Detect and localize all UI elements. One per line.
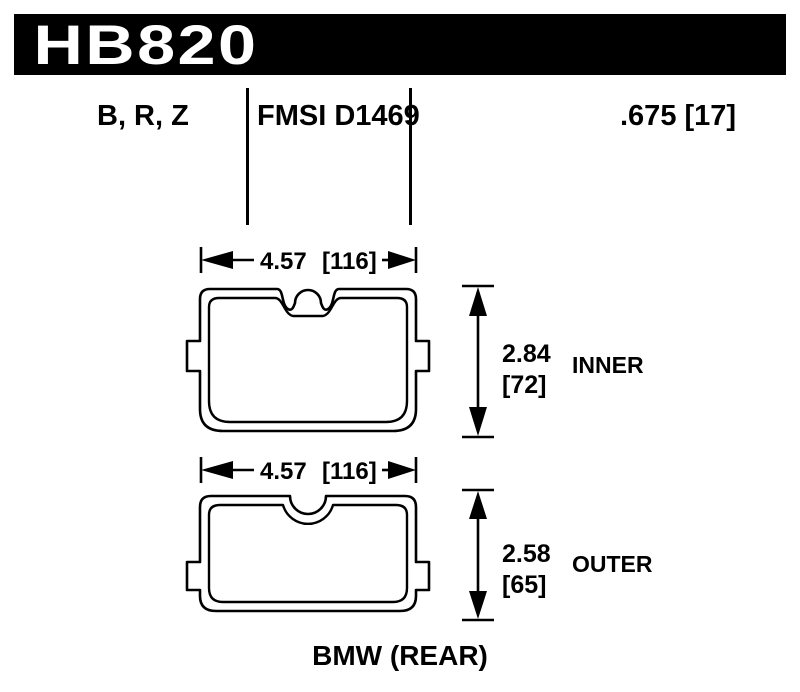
outer-pad-outline (185, 494, 431, 613)
application-label: BMW (REAR) (312, 640, 488, 671)
inner-height-dimension: 2.84 [72] INNER (462, 284, 644, 439)
arrowhead-up-icon (469, 287, 487, 316)
arrowhead-down-icon (469, 407, 487, 436)
divider-line-right (409, 88, 412, 225)
outer-pad-drawing (185, 494, 431, 613)
arrowhead-right-icon (388, 461, 416, 479)
inner-pad-drawing (185, 287, 431, 433)
inner-height-mm: [72] (502, 371, 546, 399)
pad-thickness: .675 [17] (620, 100, 737, 132)
outer-height-mm: [65] (502, 571, 546, 599)
arrowhead-down-icon (469, 591, 487, 619)
arrowhead-left-icon (201, 461, 233, 479)
outer-height-dimension: 2.58 [65] OUTER (462, 488, 653, 622)
inner-pad-friction-line (207, 296, 409, 424)
inner-width-in: 4.57 (260, 248, 307, 275)
inner-label: INNER (572, 352, 644, 378)
pad-diagram: 4.57 [116] 2.84 [72] INNER 4.57 (185, 247, 653, 671)
fmsi-number: FMSI D1469 (257, 100, 420, 132)
outer-height-in: 2.58 (502, 540, 551, 568)
arrowhead-right-icon (388, 251, 416, 269)
divider-line-left (246, 88, 249, 225)
arrowhead-left-icon (201, 251, 233, 269)
outer-pad-friction-line (207, 503, 409, 604)
outer-width-mm: [116] (322, 458, 377, 485)
inner-width-dimension: 4.57 [116] (199, 247, 418, 275)
inner-pad-outline (185, 287, 431, 433)
outer-width-in: 4.57 (260, 458, 307, 485)
outer-width-dimension: 4.57 [116] (199, 457, 418, 485)
arrowhead-up-icon (469, 491, 487, 519)
inner-height-in: 2.84 (502, 340, 551, 368)
outer-label: OUTER (572, 551, 653, 577)
header-bar: HB820 (14, 14, 786, 75)
inner-width-mm: [116] (322, 248, 377, 275)
compound-codes: B, R, Z (97, 100, 189, 132)
part-number: HB820 (33, 12, 259, 76)
